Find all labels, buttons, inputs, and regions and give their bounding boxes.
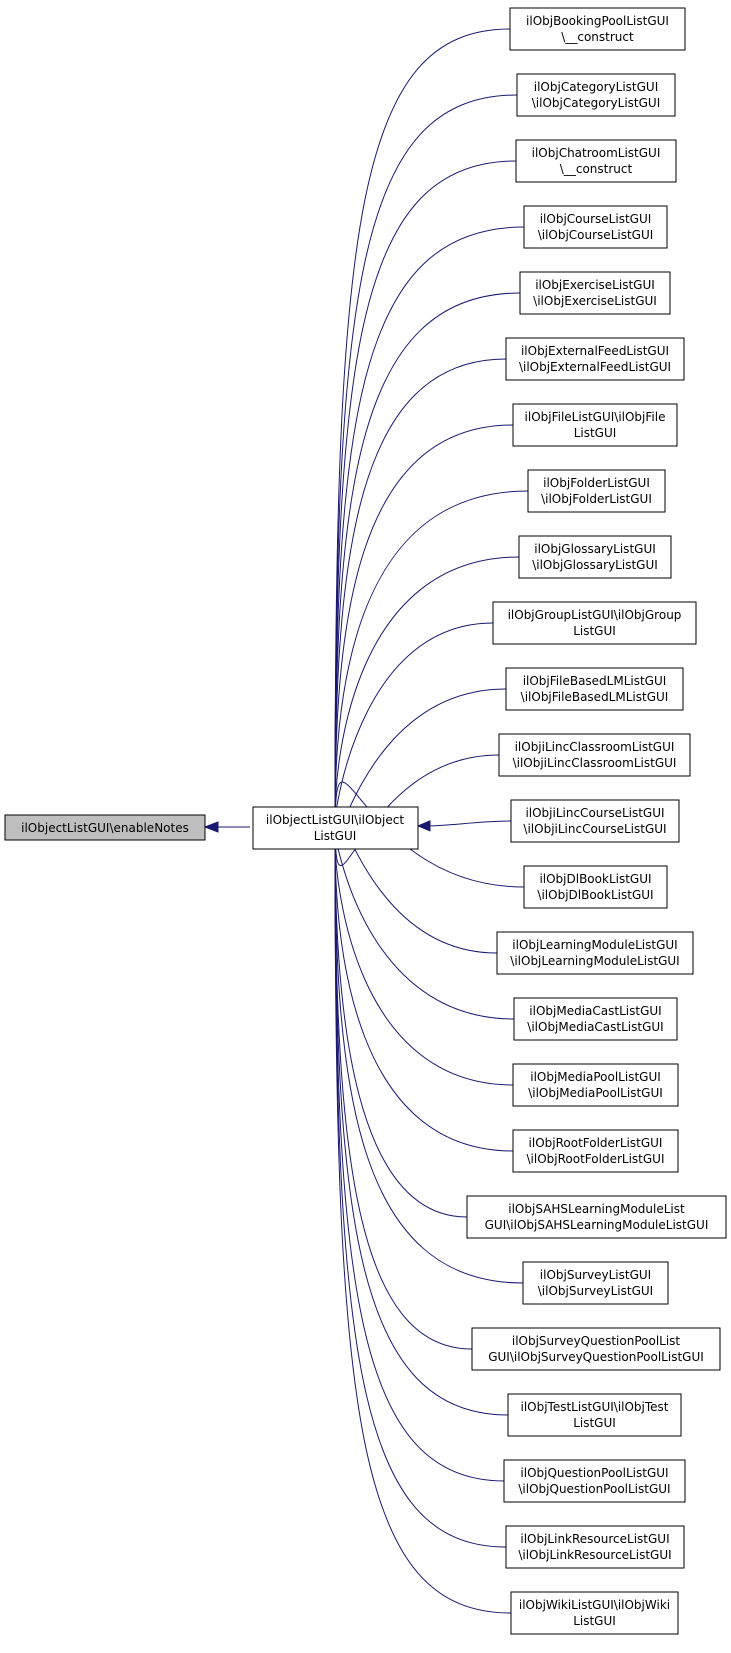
child-node-18[interactable]: ilObjRootFolderListGUI \ilObjRootFolderLi… <box>512 1129 679 1173</box>
child-node-24-label-line-1: ilObjLinkResourceListGUI <box>520 1532 669 1546</box>
child-node-10-label-line-1: ilObjGroupListGUI\ilObjGroup <box>508 608 682 622</box>
focus-node-enable-notes[interactable]: ilObjectListGUI\enableNotes <box>4 814 206 841</box>
child-node-11[interactable]: ilObjFileBasedLMListGUI \ilObjFileBasedLM… <box>505 667 684 711</box>
edge-child-17 <box>329 836 514 1086</box>
child-node-6[interactable]: ilObjExternalFeedListGUI \ilObjExternalFe… <box>505 337 685 381</box>
child-node-6-label-line-2: \ilObjExternalFeedListGUI <box>519 360 671 374</box>
edge-child-10 <box>329 622 494 820</box>
parent-node-label-line-2: ListGUI <box>314 829 357 843</box>
child-node-4-label-line-1: ilObjCourseListGUI <box>540 212 652 226</box>
parent-node-label-line-1: ilObjectListGUI\ilObject <box>266 813 404 827</box>
child-node-18-label-line-1: ilObjRootFolderListGUI <box>529 1136 663 1150</box>
child-node-1-label-line-1: ilObjBookingPoolListGUI <box>526 14 669 28</box>
child-node-23-label-line-1: ilObjQuestionPoolListGUI <box>520 1466 668 1480</box>
child-node-20-label-line-2: \ilObjSurveyListGUI <box>538 1284 653 1298</box>
edge-child-9 <box>329 556 520 820</box>
child-node-16-label-line-1: ilObjMediaCastListGUI <box>529 1004 661 1018</box>
child-node-19-label-line-1: ilObjSAHSLearningModuleList <box>508 1202 685 1216</box>
child-node-20-label-line-1: ilObjSurveyListGUI <box>540 1268 651 1282</box>
child-node-14-label-line-2: \ilObjDlBookListGUI <box>537 888 653 902</box>
child-node-5-label-line-1: ilObjExerciseListGUI <box>535 278 655 292</box>
child-node-24[interactable]: ilObjLinkResourceListGUI \ilObjLinkResour… <box>505 1525 685 1569</box>
child-node-17-label-line-2: \ilObjMediaPoolListGUI <box>528 1086 663 1100</box>
child-node-22-label-line-1: ilObjTestListGUI\ilObjTest <box>520 1400 668 1414</box>
child-node-8-label-line-2: \ilObjFolderListGUI <box>541 492 652 506</box>
child-node-9[interactable]: ilObjGlossaryListGUI \ilObjGlossaryListGU… <box>518 535 672 579</box>
child-node-21-label-line-1: ilObjSurveyQuestionPoolList <box>512 1334 681 1348</box>
child-node-25-label-line-1: ilObjWikiListGUI\ilObjWiki <box>519 1598 670 1612</box>
child-node-15-label-line-2: \ilObjLearningModuleListGUI <box>510 954 679 968</box>
child-node-4[interactable]: ilObjCourseListGUI \ilObjCourseListGUI <box>523 205 668 249</box>
child-node-3-label-line-2: \__construct <box>560 162 633 176</box>
child-node-12[interactable]: ilObjiLincClassroomListGUI \ilObjiLincCla… <box>498 733 691 777</box>
edge-child-8 <box>329 490 529 820</box>
child-node-16[interactable]: ilObjMediaCastListGUI \ilObjMediaCastList… <box>513 997 678 1041</box>
child-node-23[interactable]: ilObjQuestionPoolListGUI \ilObjQuestionPo… <box>503 1459 686 1503</box>
edge-child-1 <box>329 28 511 820</box>
child-node-18-label-line-2: \ilObjRootFolderListGUI <box>527 1152 665 1166</box>
child-node-16-label-line-2: \ilObjMediaCastListGUI <box>527 1020 663 1034</box>
child-node-10-label-line-2: ListGUI <box>573 624 616 638</box>
child-node-25-label-line-2: ListGUI <box>573 1614 616 1628</box>
child-node-20[interactable]: ilObjSurveyListGUI \ilObjSurveyListGUI <box>522 1261 669 1305</box>
child-node-2-label-line-2: \ilObjCategoryListGUI <box>532 96 661 110</box>
child-node-3-label-line-1: ilObjChatroomListGUI <box>532 146 661 160</box>
child-node-10[interactable]: ilObjGroupListGUI\ilObjGroupListGUI <box>492 601 697 645</box>
child-node-22[interactable]: ilObjTestListGUI\ilObjTestListGUI <box>507 1393 682 1437</box>
child-node-22-label-line-2: ListGUI <box>573 1416 616 1430</box>
edge-child-13 <box>416 820 512 832</box>
child-node-25[interactable]: ilObjWikiListGUI\ilObjWikiListGUI <box>510 1591 679 1635</box>
parent-node-object-list-gui[interactable]: ilObjectListGUI\ilObject ListGUI <box>252 806 419 850</box>
child-node-14-label-line-1: ilObjDlBookListGUI <box>539 872 651 886</box>
child-node-14[interactable]: ilObjDlBookListGUI \ilObjDlBookListGUI <box>523 865 668 909</box>
edge-child-7 <box>329 424 514 820</box>
child-node-15-label-line-1: ilObjLearningModuleListGUI <box>512 938 677 952</box>
child-node-layer: ilObjBookingPoolListGUI\__constructilObj… <box>466 7 727 1635</box>
edge-child-18 <box>329 836 514 1152</box>
child-node-9-label-line-1: ilObjGlossaryListGUI <box>534 542 656 556</box>
child-node-21-label-line-2: GUI\ilObjSurveyQuestionPoolListGUI <box>488 1350 704 1364</box>
child-node-19[interactable]: ilObjSAHSLearningModuleListGUI\ilObjSAHS… <box>466 1195 727 1239</box>
child-node-7-label-line-2: ListGUI <box>574 426 617 440</box>
edge-child-5 <box>329 292 521 820</box>
child-node-24-label-line-2: \ilObjLinkResourceListGUI <box>518 1548 671 1562</box>
child-node-13-label-line-2: \ilObjiLincCourseListGUI <box>523 822 666 836</box>
child-node-23-label-line-2: \ilObjQuestionPoolListGUI <box>518 1482 670 1496</box>
child-node-13[interactable]: ilObjiLincCourseListGUI \ilObjiLincCourse… <box>510 799 680 843</box>
child-node-12-label-line-2: \ilObjiLincClassroomListGUI <box>513 756 677 770</box>
child-node-11-label-line-1: ilObjFileBasedLMListGUI <box>523 674 667 688</box>
focus-node-label: ilObjectListGUI\enableNotes <box>21 821 189 835</box>
child-node-8[interactable]: ilObjFolderListGUI \ilObjFolderListGUI <box>527 469 666 513</box>
child-node-5[interactable]: ilObjExerciseListGUI \ilObjExerciseListGU… <box>519 271 671 315</box>
edge-child-23 <box>329 836 505 1482</box>
child-node-12-label-line-1: ilObjiLincClassroomListGUI <box>515 740 675 754</box>
child-node-15[interactable]: ilObjLearningModuleListGUI \ilObjLearning… <box>496 931 694 975</box>
child-node-9-label-line-2: \ilObjGlossaryListGUI <box>532 558 658 572</box>
child-node-13-label-line-1: ilObjiLincCourseListGUI <box>525 806 664 820</box>
child-node-17[interactable]: ilObjMediaPoolListGUI \ilObjMediaPoolList… <box>512 1063 679 1107</box>
child-node-1[interactable]: ilObjBookingPoolListGUI \__construct <box>509 7 686 51</box>
child-node-21[interactable]: ilObjSurveyQuestionPoolListGUI\ilObjSurv… <box>471 1327 721 1371</box>
child-node-11-label-line-2: \ilObjFileBasedLMListGUI <box>521 690 669 704</box>
edge-child-3 <box>329 160 517 820</box>
child-node-4-label-line-2: \ilObjCourseListGUI <box>538 228 654 242</box>
child-node-6-label-line-1: ilObjExternalFeedListGUI <box>521 344 669 358</box>
child-node-1-label-line-2: \__construct <box>561 30 634 44</box>
child-node-7[interactable]: ilObjFileListGUI\ilObjFileListGUI <box>512 403 678 447</box>
child-node-17-label-line-1: ilObjMediaPoolListGUI <box>530 1070 661 1084</box>
child-node-7-label-line-1: ilObjFileListGUI\ilObjFile <box>525 410 666 424</box>
child-node-5-label-line-2: \ilObjExerciseListGUI <box>533 294 657 308</box>
child-node-2[interactable]: ilObjCategoryListGUI \ilObjCategoryListGU… <box>516 73 676 117</box>
child-node-19-label-line-2: GUI\ilObjSAHSLearningModuleListGUI <box>485 1218 709 1232</box>
child-node-2-label-line-1: ilObjCategoryListGUI <box>534 80 658 94</box>
child-node-8-label-line-1: ilObjFolderListGUI <box>543 476 650 490</box>
edge-child-16 <box>329 836 515 1020</box>
edge-parent-to-focus <box>203 821 250 833</box>
edge-child-2 <box>329 94 518 820</box>
child-node-3[interactable]: ilObjChatroomListGUI \__construct <box>515 139 677 183</box>
